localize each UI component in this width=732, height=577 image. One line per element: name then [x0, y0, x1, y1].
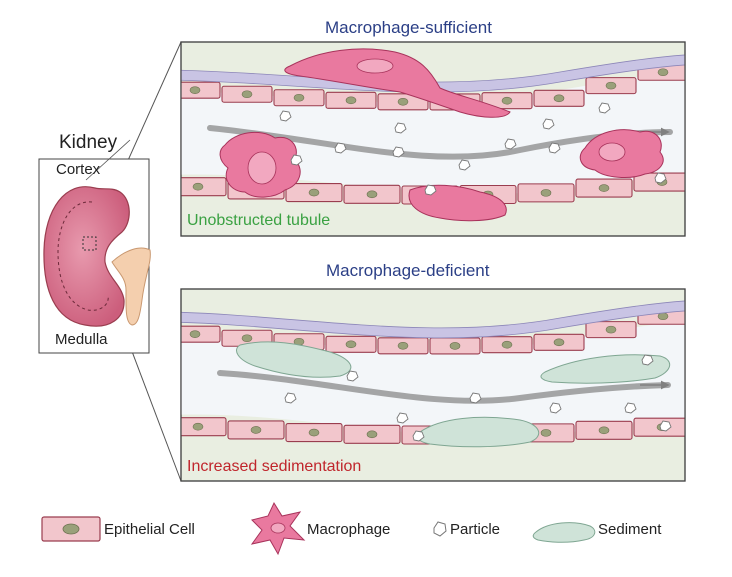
legend-macrophage-label: Macrophage — [307, 521, 391, 538]
kidney-medulla-label: Medulla — [55, 331, 108, 348]
legend-sediment-label: Sediment — [598, 521, 662, 538]
particle — [424, 184, 437, 196]
epithelial-cell — [181, 325, 221, 343]
macrophage-right — [579, 129, 664, 178]
cell-nucleus — [397, 97, 409, 106]
status-unobstructed: Unobstructed tubule — [187, 212, 331, 229]
cell-nucleus — [540, 189, 552, 197]
particle — [346, 370, 359, 382]
particle — [412, 430, 425, 442]
particle — [542, 118, 555, 130]
cell-nucleus — [715, 420, 725, 427]
kidney-cortex-label: Cortex — [56, 161, 101, 178]
particle — [290, 154, 303, 166]
zoom-region — [82, 236, 97, 251]
flow-arrow-bottom — [217, 370, 671, 404]
legend-sediment-swatch — [532, 522, 596, 543]
sediment-upper-left — [236, 341, 352, 378]
cell-nucleus — [605, 325, 617, 334]
cell-nucleus — [189, 86, 201, 94]
cell-nucleus — [308, 428, 320, 437]
particle — [504, 138, 517, 150]
legend-epithelial-swatch — [41, 516, 101, 542]
kidney-inset — [38, 139, 151, 354]
cell-nucleus — [345, 340, 357, 349]
upper-epithelial-row-bottom — [181, 295, 732, 355]
particle — [394, 122, 407, 134]
cell-nucleus — [308, 188, 320, 197]
particles-bottom — [284, 354, 672, 442]
epithelial-cell — [690, 295, 732, 311]
cell-nucleus — [192, 422, 204, 431]
cell-nucleus — [345, 96, 357, 105]
cell-nucleus — [397, 341, 409, 350]
legend-particle-swatch — [433, 521, 447, 537]
legend-particle-label: Particle — [450, 521, 501, 538]
cell-nucleus — [241, 90, 253, 99]
particle — [549, 402, 562, 414]
cell-nucleus — [605, 81, 617, 90]
particle — [598, 102, 611, 114]
particle — [284, 392, 297, 404]
particle — [654, 172, 667, 184]
particle — [392, 146, 405, 158]
cell-nucleus — [241, 334, 253, 343]
epithelial-cell — [181, 417, 227, 437]
particle — [624, 402, 637, 414]
particle — [548, 142, 561, 154]
particle — [659, 420, 672, 432]
cell-nucleus — [192, 182, 204, 191]
cell-nucleus — [501, 340, 513, 349]
legend-epithelial-label: Epithelial Cell — [104, 521, 195, 538]
cell-nucleus — [657, 68, 669, 77]
sediment-upper-right — [540, 354, 670, 384]
cell-nucleus — [710, 55, 720, 62]
kidney-title: Kidney — [59, 132, 118, 153]
panel-title-top: Macrophage-sufficient — [325, 18, 492, 37]
panel-macrophage-deficient — [180, 288, 732, 482]
cell-nucleus — [710, 299, 720, 306]
legend-macrophage-swatch — [250, 501, 306, 556]
cell-nucleus — [189, 330, 201, 338]
cell-nucleus — [598, 426, 610, 435]
cell-nucleus — [553, 94, 565, 103]
particle — [396, 412, 409, 424]
panel-macrophage-sufficient — [180, 41, 732, 237]
ureter-shape — [111, 247, 151, 326]
particle — [279, 110, 292, 122]
cell-nucleus — [250, 426, 262, 434]
particle — [469, 392, 482, 404]
epithelial-cell — [692, 415, 732, 433]
macrophage-left — [219, 131, 301, 198]
particle — [458, 159, 471, 171]
cell-nucleus — [540, 429, 552, 437]
status-sedimentation: Increased sedimentation — [187, 458, 362, 475]
macrophage-bottom — [408, 184, 507, 222]
cell-nucleus — [449, 342, 461, 350]
cell-nucleus — [553, 338, 565, 347]
cell-nucleus — [501, 96, 513, 105]
kidney-shape — [43, 186, 130, 327]
epithelial-cell — [181, 81, 221, 99]
particles-top — [279, 102, 667, 196]
sediment-lower — [416, 416, 540, 448]
epithelial-cell — [692, 167, 732, 185]
epithelial-cell — [690, 51, 732, 67]
panel-title-bottom: Macrophage-deficient — [326, 261, 490, 280]
cell-nucleus — [366, 430, 378, 439]
epithelial-cell — [181, 177, 227, 197]
cell-nucleus — [715, 172, 725, 179]
particle — [334, 142, 347, 154]
cell-nucleus — [657, 312, 669, 321]
cell-nucleus — [598, 184, 610, 192]
macrophage-top-membrane — [284, 48, 511, 118]
cell-nucleus — [293, 93, 305, 102]
legend — [41, 501, 596, 556]
cell-nucleus — [366, 190, 378, 199]
particle — [641, 354, 654, 366]
